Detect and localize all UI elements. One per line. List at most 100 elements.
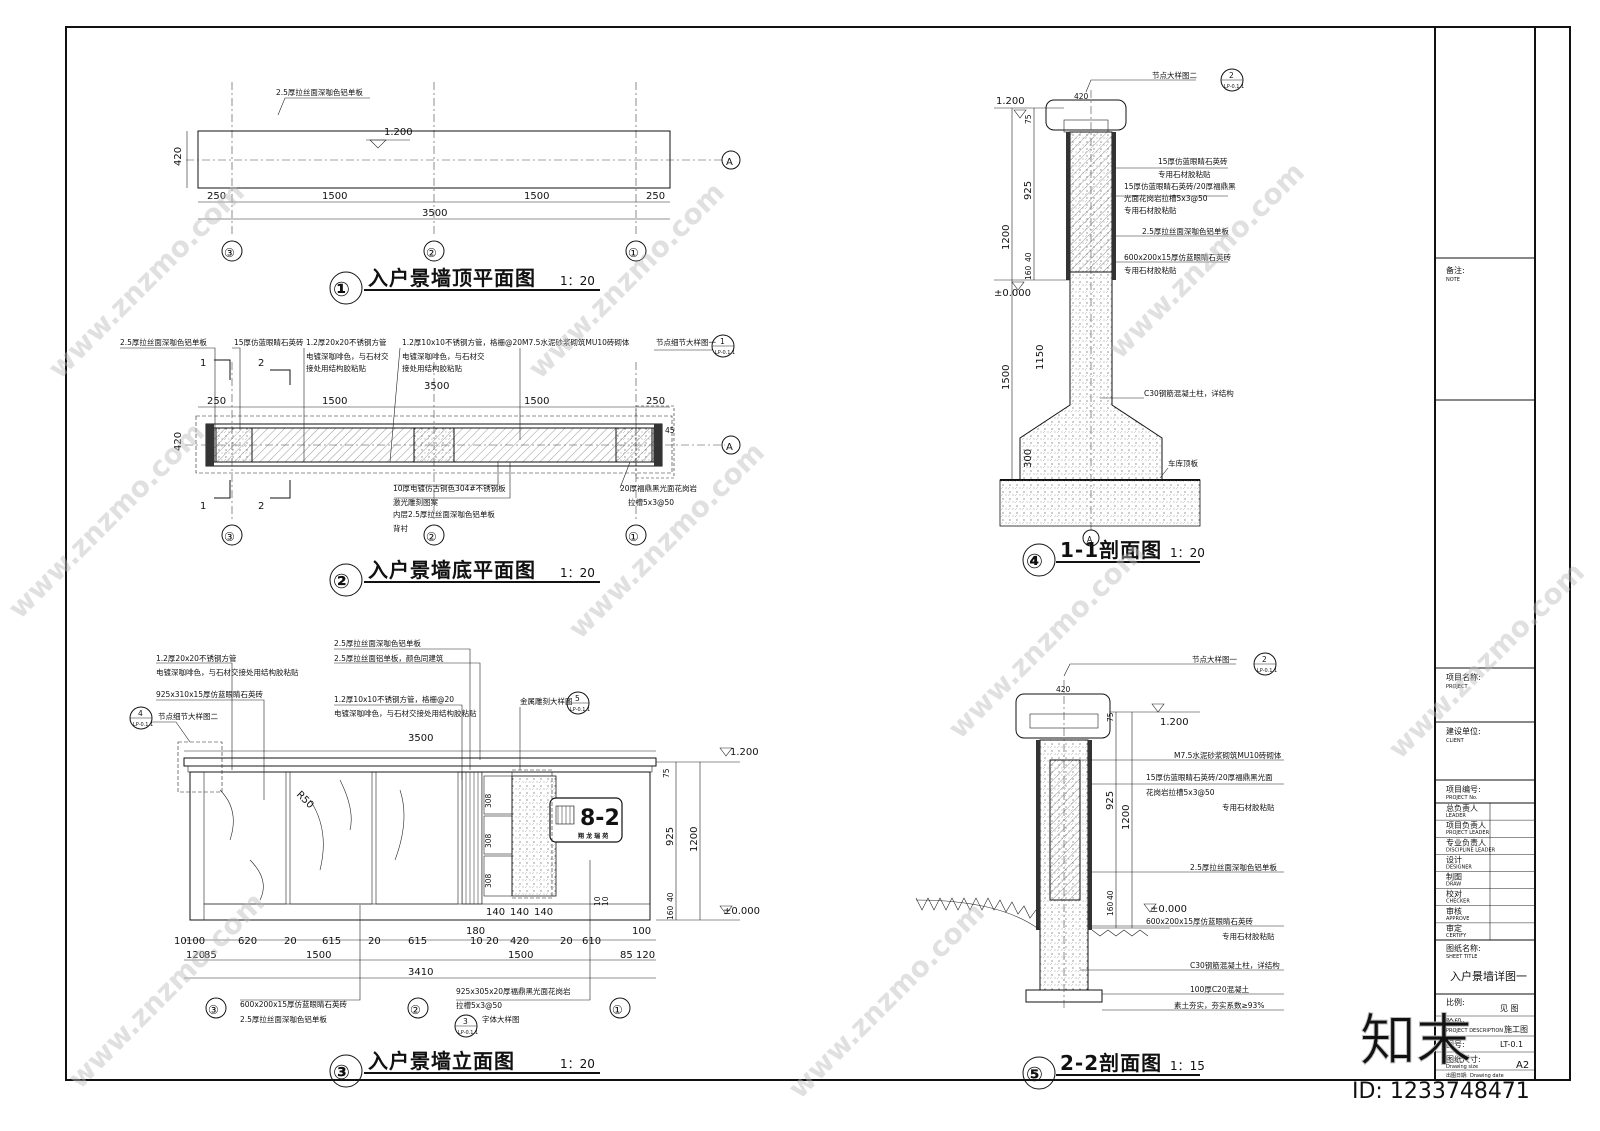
bp-note-grille2: 电镀深咖啡色，与石材交 <box>402 351 485 361</box>
top-axis-1: ① <box>628 246 639 260</box>
elev-total-top: 3500 <box>408 733 433 744</box>
elev-rd-925: 925 <box>665 827 676 846</box>
elev-r1-8: 10 <box>470 936 483 947</box>
tb-role-6: 审核 <box>1446 906 1462 916</box>
s11-note-mix: 15厚仿蓝眼睛石英砖/20厚福鼎黑 <box>1124 181 1236 191</box>
s11-width: 420 <box>1074 92 1089 101</box>
bottom-plan-view: A 420 45 250 1500 1500 250 3500 1 2 1 2 … <box>120 334 741 597</box>
s22-callout-ref: LP-0.1.1 <box>1257 668 1277 674</box>
s22-d40: 40 <box>1106 890 1115 900</box>
tb-size-value: A2 <box>1516 1060 1529 1071</box>
wm-site-1: www.znzmo.com <box>42 176 251 385</box>
el-callout-3: 3 <box>463 1017 468 1026</box>
s11-d925: 925 <box>1023 181 1034 200</box>
s11-d40: 40 <box>1024 252 1033 262</box>
elev-r1-12: 610 <box>582 936 601 947</box>
el-note-metal: 金属雕刻大样图 <box>520 696 573 706</box>
view3-title: 入户景墙立面图 <box>368 1049 515 1073</box>
el-note-alu2: 2.5厚拉丝面铝单板，颜色同建筑 <box>334 653 444 663</box>
tb-role-en-4: DRAW <box>1446 882 1461 888</box>
view1-scale: 1：20 <box>560 274 595 288</box>
wm-brand: 知末 <box>1360 1009 1472 1074</box>
top-axis-2: ② <box>426 246 437 260</box>
tb-role-en-0: LEADER <box>1446 813 1466 819</box>
view4-number: ④ <box>1026 549 1044 573</box>
s11-d1500: 1500 <box>1001 365 1012 390</box>
elev-rd-75: 75 <box>662 768 671 778</box>
top-axis-3: ③ <box>224 246 235 260</box>
s22-level-zero: ±0.000 <box>1150 904 1187 915</box>
s11-note-tile: 600x200x15厚仿蓝眼睛石英砖 <box>1124 252 1232 262</box>
elev-total-bottom: 3410 <box>408 967 433 978</box>
wm-site-6: www.znzmo.com <box>942 536 1151 745</box>
bp-note-grille: 1.2厚10x10不锈钢方管，格栅@20 <box>402 337 522 347</box>
elev-r1-1: 100 <box>186 936 205 947</box>
view3-scale: 1：20 <box>560 1057 595 1071</box>
elev-bs-1: 140 <box>486 907 505 918</box>
tb-role-en-3: DESIGNER <box>1446 864 1472 870</box>
s22-note-soil: 素土夯实，夯实系数≥93% <box>1174 1000 1264 1010</box>
bp-note-inner: 内层2.5厚拉丝面深咖色铝单板 <box>393 509 495 519</box>
tb-size-en: Drawing size <box>1446 1064 1478 1070</box>
elev-level-top: 1.200 <box>730 747 759 758</box>
top-dim-3: 1500 <box>524 191 549 202</box>
bottom-total: 3500 <box>424 381 449 392</box>
bp-note-tube: 1.2厚20x20不锈钢方管 <box>306 337 387 347</box>
el-note-font: 字体大样图 <box>482 1014 520 1024</box>
tb-role-0: 总负责人 <box>1446 803 1478 813</box>
elev-r1-3: 20 <box>284 936 297 947</box>
el-callout-ref-4: LP-0.1.1 <box>133 722 153 728</box>
elev-bs-2: 140 <box>510 907 529 918</box>
tb-project-label: 项目名称: <box>1446 672 1481 682</box>
s11-note-column: C30钢筋混凝土柱，详结构 <box>1144 388 1234 398</box>
sign-number: 8-2 <box>580 806 620 831</box>
tb-no-value: LT-0.1 <box>1500 1040 1523 1049</box>
view2-number: ② <box>333 569 351 593</box>
elev-r1-2: 620 <box>238 936 257 947</box>
s11-d1150: 1150 <box>1035 345 1046 370</box>
s22-level-top: 1.200 <box>1160 717 1189 728</box>
tb-scale-label: 比例: <box>1446 997 1465 1007</box>
bp-axis-1: ① <box>628 530 639 544</box>
s11-note-glue: 专用石材胶粘贴 <box>1158 169 1211 179</box>
tb-role-4: 制图 <box>1446 872 1462 882</box>
tb-size-label: 图纸尺寸: <box>1446 1054 1481 1064</box>
tb-role-2: 专业负责人 <box>1446 837 1486 847</box>
bp-note-alu: 2.5厚拉丝面深咖色铝单板 <box>120 337 207 347</box>
view5-title: 2-2剖面图 <box>1060 1051 1162 1075</box>
top-dim-1: 250 <box>207 191 226 202</box>
view4-title: 1-1剖面图 <box>1060 538 1162 562</box>
bottom-height: 420 <box>173 432 184 451</box>
elev-r1-4: 615 <box>322 936 341 947</box>
elev-bs-3: 140 <box>534 907 553 918</box>
tb-projno-en: PROJECT No. <box>1446 795 1478 801</box>
elev-ss-2: 10 <box>601 896 610 906</box>
tb-stage-label: 阶段: <box>1446 1017 1465 1027</box>
elev-level-zero: ±0.000 <box>723 906 760 917</box>
tb-stage-value: 施工图 <box>1504 1024 1528 1034</box>
s11-note-glue3: 专用石材胶粘贴 <box>1124 265 1177 275</box>
tb-role-7: 审定 <box>1446 923 1462 933</box>
el-note-alu: 2.5厚拉丝面深咖色铝单板 <box>334 638 421 648</box>
bp-callout-ref: LP-0.1.1 <box>715 350 735 356</box>
elev-axis-2: ② <box>410 1003 421 1017</box>
s11-axis: A <box>1087 535 1093 544</box>
s11-note-quartz: 15厚仿蓝眼睛石英砖 <box>1158 156 1228 166</box>
bp-note-detail: 节点细节大样图一 <box>656 337 716 347</box>
tb-project-en: PROJECT <box>1446 684 1469 690</box>
tb-role-5: 校对 <box>1446 889 1462 899</box>
s22-note-column: C30钢筋混凝土柱，详结构 <box>1190 960 1280 970</box>
s22-note-glue2: 专用石材胶粘贴 <box>1222 931 1275 941</box>
s11-note-slab: 车库顶板 <box>1168 458 1198 468</box>
watermark-layer: www.znzmo.com www.znzmo.com www.znzmo.co… <box>2 156 1591 1105</box>
bp-note-back: 背衬 <box>393 523 408 533</box>
s22-d925: 925 <box>1105 791 1116 810</box>
sec-mark-2-bottom: 2 <box>258 501 264 512</box>
el-note-granite: 925x305x20厚福鼎黑光面花岗岩 <box>456 986 571 996</box>
sec-mark-1-top: 1 <box>200 358 206 369</box>
elev-r1-7: 180 <box>466 926 485 937</box>
bp-note-tube3: 接处用结构胶粘贴 <box>306 363 366 373</box>
s22-note-concrete: 100厚C20混凝土 <box>1190 984 1250 994</box>
